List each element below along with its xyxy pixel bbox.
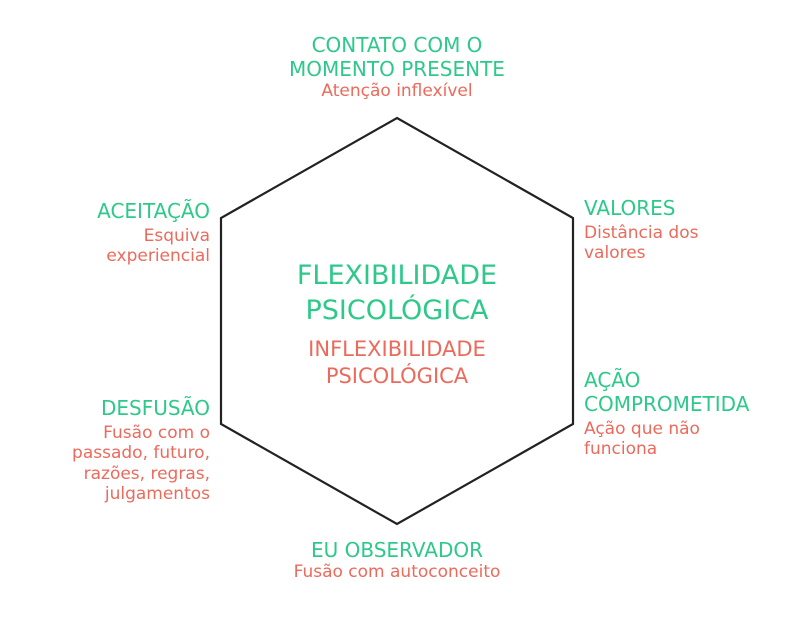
process-opposite: Fusão com o passado, futuro, razões, reg… [72, 423, 210, 505]
process-title: DESFUSÃO [100, 396, 210, 420]
center-inflexibility-label: INFLEXIBILIDADE PSICOLÓGICA [308, 337, 486, 389]
hexagon-outline [219, 116, 575, 526]
process-opposite: Esquiva experiencial [106, 226, 210, 267]
process-title: EU OBSERVADOR [310, 538, 483, 562]
process-acceptance: ACEITAÇÃO Esquiva experiencial [10, 199, 210, 267]
process-title: ACEITAÇÃO [97, 199, 210, 223]
process-opposite: Fusão com autoconceito [293, 562, 501, 582]
process-values: VALORES Distância dos valores [584, 196, 789, 264]
process-title: AÇÃO COMPROMETIDA [584, 368, 750, 416]
center-flexibility-label: FLEXIBILIDADE PSICOLÓGICA [296, 260, 498, 327]
process-present-moment: CONTATO COM O MOMENTO PRESENTE Atenção i… [237, 33, 557, 101]
process-opposite: Ação que não funciona [584, 419, 700, 460]
process-title: VALORES [584, 196, 676, 220]
process-defusion: DESFUSÃO Fusão com o passado, futuro, ra… [10, 396, 210, 505]
process-opposite: Distância dos valores [584, 223, 699, 264]
process-opposite: Atenção inflexível [321, 81, 473, 101]
process-title: CONTATO COM O MOMENTO PRESENTE [289, 33, 505, 81]
process-committed-action: AÇÃO COMPROMETIDA Ação que não funciona [584, 368, 789, 460]
process-observer-self: EU OBSERVADOR Fusão com autoconceito [237, 538, 557, 582]
